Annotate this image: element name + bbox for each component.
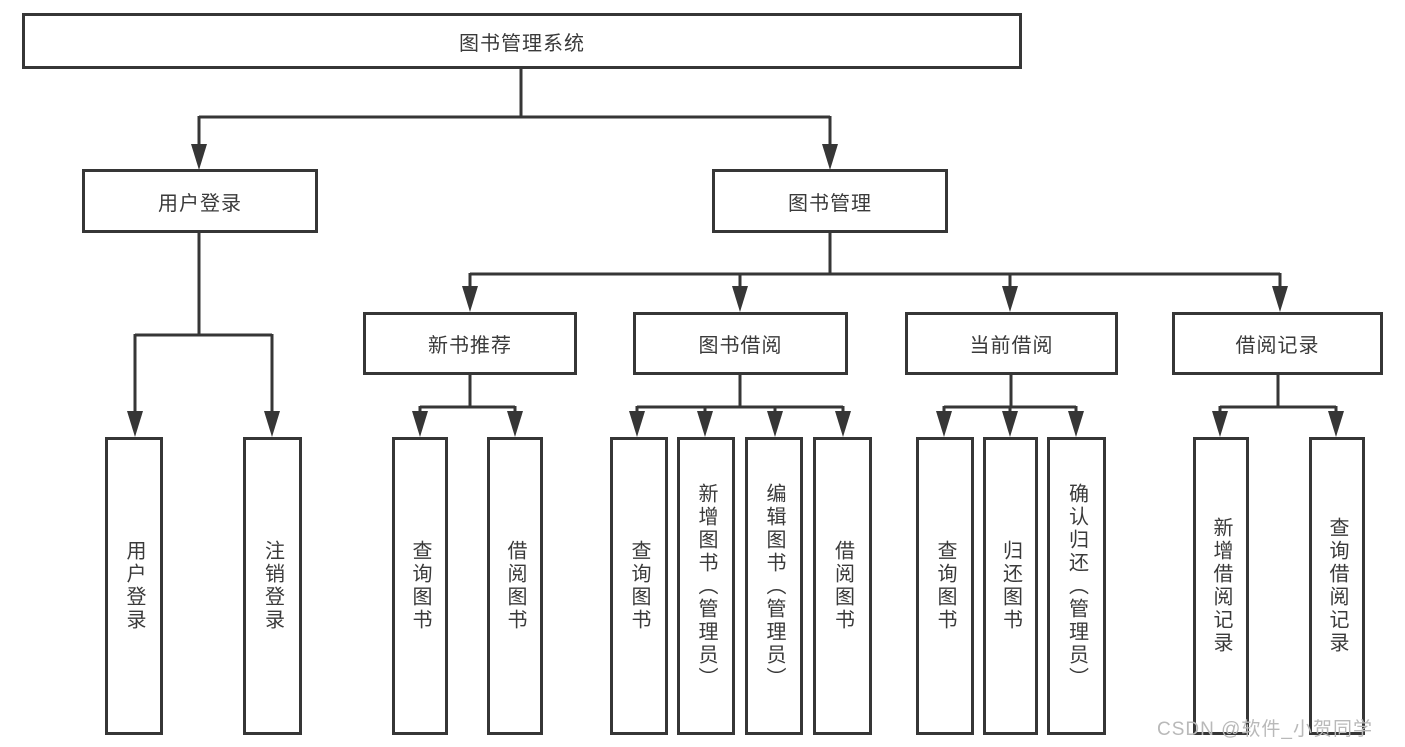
leaf-query-borrow-record: 查询借阅记录: [1309, 437, 1365, 735]
leaf-query-books-borrowing-label: 查询图书: [628, 540, 650, 632]
leaf-confirm-return-admin: 确认归还（管理员）: [1047, 437, 1106, 735]
leaf-logout-label: 注销登录: [261, 540, 284, 632]
node-book-borrowing: 图书借阅: [633, 312, 848, 375]
leaf-query-books-current-label: 查询图书: [934, 540, 956, 632]
node-book-borrowing-label: 图书借阅: [698, 335, 783, 357]
leaf-edit-book-admin: 编辑图书（管理员）: [745, 437, 803, 735]
node-borrowing-records: 借阅记录: [1172, 312, 1383, 375]
leaf-return-books: 归还图书: [983, 437, 1038, 735]
node-current-borrowing-label: 当前借阅: [969, 335, 1054, 357]
leaf-borrow-books-borrowing: 借阅图书: [813, 437, 872, 735]
leaf-return-books-label: 归还图书: [999, 540, 1022, 632]
leaf-borrow-books-recommend: 借阅图书: [487, 437, 543, 735]
node-book-management: 图书管理: [712, 169, 948, 233]
node-new-book-recommend-label: 新书推荐: [428, 335, 512, 357]
leaf-add-book-admin-label: 新增图书（管理员）: [695, 482, 717, 690]
node-new-book-recommend: 新书推荐: [363, 312, 577, 375]
leaf-query-books-borrowing: 查询图书: [610, 437, 668, 735]
leaf-edit-book-admin-label: 编辑图书（管理员）: [763, 482, 785, 690]
leaf-logout: 注销登录: [243, 437, 302, 735]
node-user-login: 用户登录: [82, 169, 318, 233]
leaf-query-books-current: 查询图书: [916, 437, 974, 735]
leaf-borrow-books-borrowing-label: 借阅图书: [831, 540, 854, 632]
node-book-management-label: 图书管理: [788, 192, 872, 215]
leaf-borrow-books-recommend-label: 借阅图书: [504, 540, 526, 632]
leaf-confirm-return-admin-label: 确认归还（管理员）: [1065, 482, 1088, 690]
leaf-add-borrow-record-label: 新增借阅记录: [1210, 517, 1232, 655]
leaf-user-login-label: 用户登录: [123, 540, 145, 632]
node-root-library-system: 图书管理系统: [22, 13, 1022, 69]
leaf-user-login: 用户登录: [105, 437, 163, 735]
leaf-query-borrow-record-label: 查询借阅记录: [1326, 517, 1348, 655]
node-current-borrowing: 当前借阅: [905, 312, 1118, 375]
node-user-login-label: 用户登录: [158, 192, 242, 215]
csdn-watermark: CSDN @软件_小贺同学: [1157, 719, 1373, 740]
node-borrowing-records-label: 借阅记录: [1235, 335, 1320, 357]
leaf-query-books-recommend-label: 查询图书: [409, 540, 431, 632]
leaf-query-books-recommend: 查询图书: [392, 437, 448, 735]
leaf-add-book-admin: 新增图书（管理员）: [677, 437, 735, 735]
leaf-add-borrow-record: 新增借阅记录: [1193, 437, 1249, 735]
node-root-label: 图书管理系统: [459, 32, 585, 55]
